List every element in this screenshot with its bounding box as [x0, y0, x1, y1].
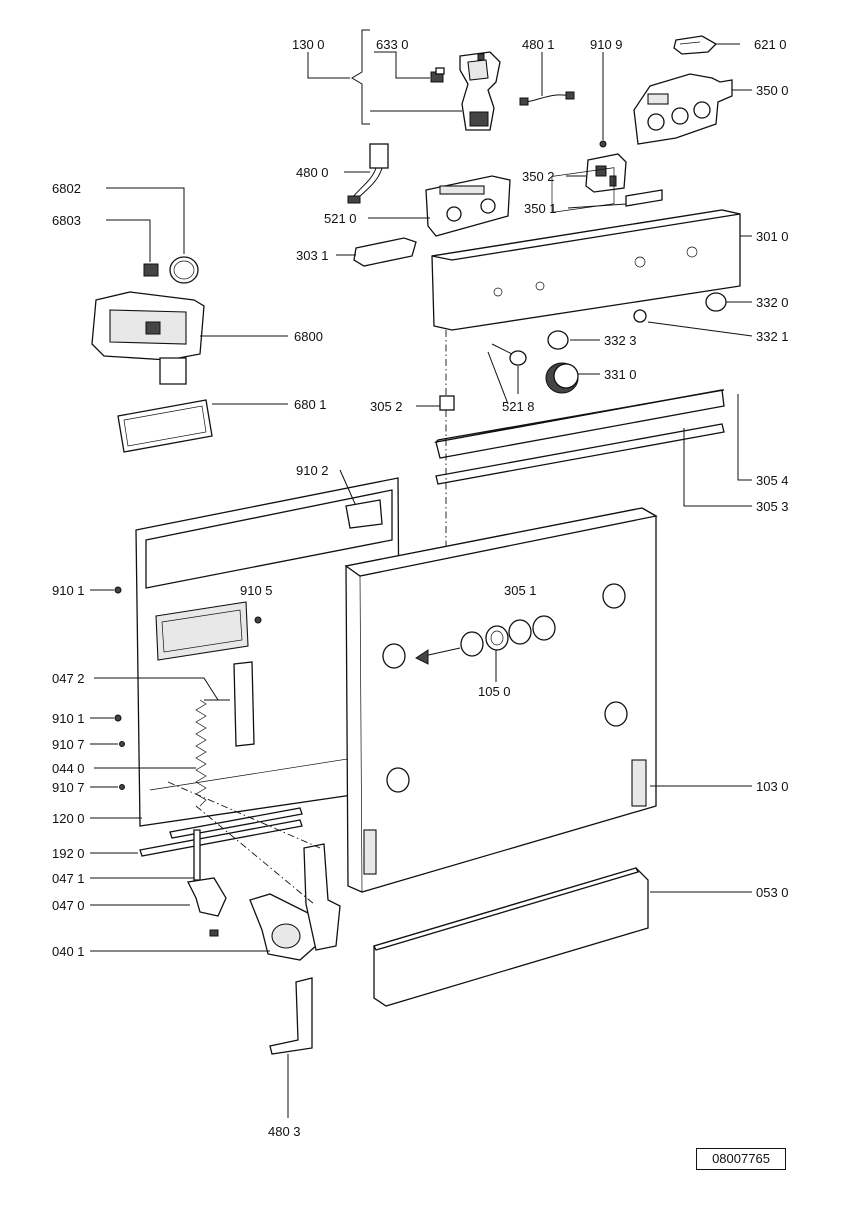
label-4803: 480 3 [268, 1124, 301, 1139]
part-0530-kickplate [373, 867, 752, 1007]
part-0440-spring [94, 699, 207, 807]
part-4801-cable [519, 52, 575, 106]
label-0440: 044 0 [52, 761, 85, 776]
part-6210-module [673, 35, 740, 55]
label-0401: 040 1 [52, 944, 85, 959]
label-3031: 303 1 [296, 248, 329, 263]
label-1920: 192 0 [52, 846, 85, 861]
label-9102: 910 2 [296, 463, 329, 478]
label-1050: 105 0 [478, 684, 511, 699]
label-3051: 305 1 [504, 583, 537, 598]
label-9101-a: 910 1 [52, 583, 85, 598]
label-6801: 680 1 [294, 397, 327, 412]
part-3501-strip [567, 189, 663, 209]
part-4803-bracket [269, 977, 313, 1118]
part-3323-button [547, 330, 600, 350]
part-1300-lock-assembly [459, 51, 501, 131]
part-6800-door-lock [91, 291, 288, 385]
part-5210-electronic-board [368, 175, 511, 237]
part-1200-hinge-rail [90, 807, 303, 839]
part-3054-rail [434, 389, 752, 481]
part-9109-screw [599, 52, 607, 148]
part-3031-connector [336, 237, 417, 267]
label-6800: 6800 [294, 329, 323, 344]
label-5218: 521 8 [502, 399, 535, 414]
label-3054: 305 4 [756, 473, 789, 488]
part-0401-hinge [90, 843, 341, 961]
part-3052-pin [416, 395, 455, 411]
label-1030: 103 0 [756, 779, 789, 794]
part-1300-bracket [307, 29, 462, 125]
label-3320: 332 0 [756, 295, 789, 310]
assembly-lines [167, 781, 321, 905]
part-3310-main-knob [545, 362, 600, 394]
label-3321: 332 1 [756, 329, 789, 344]
part-9102-bracket [339, 469, 383, 529]
part-5218-sensor [487, 343, 527, 405]
label-6803: 6803 [52, 213, 81, 228]
label-9107-b: 910 7 [52, 780, 85, 795]
part-1920-strip [90, 819, 303, 857]
part-3320-knob [705, 292, 752, 312]
part-0471-rod [90, 829, 201, 881]
label-3310: 331 0 [604, 367, 637, 382]
label-3500: 350 0 [756, 83, 789, 98]
part-9101-screw-b [90, 714, 122, 722]
part-6330-clip [430, 67, 445, 83]
part-3010-control-panel [431, 167, 752, 331]
label-4801: 480 1 [522, 37, 555, 52]
label-9109: 910 9 [590, 37, 623, 52]
part-3500-board [633, 73, 752, 145]
label-3010: 301 0 [756, 229, 789, 244]
part-9105-screw [254, 616, 262, 624]
label-6802: 6802 [52, 181, 81, 196]
part-0472-cable [94, 677, 230, 701]
part-3321-spring-button [633, 309, 753, 337]
label-0472: 047 2 [52, 671, 85, 686]
label-6210: 621 0 [754, 37, 787, 52]
label-5210: 521 0 [324, 211, 357, 226]
part-9101-screw-a [90, 586, 122, 594]
label-0470: 047 0 [52, 898, 85, 913]
part-6801-gasket [117, 399, 288, 453]
part-6802-seal-ring [106, 187, 199, 284]
label-1200: 120 0 [52, 811, 85, 826]
part-6803-cap [106, 219, 159, 277]
label-3323: 332 3 [604, 333, 637, 348]
label-6330: 633 0 [376, 37, 409, 52]
part-0470-bracket [90, 877, 227, 937]
part-1030-outer-door [344, 507, 752, 893]
label-4800: 480 0 [296, 165, 329, 180]
document-number-box: 08007765 [696, 1148, 786, 1170]
part-inner-door-panel [135, 477, 401, 827]
label-0530: 053 0 [756, 885, 789, 900]
part-1050-bumpers [415, 615, 556, 682]
label-3052: 305 2 [370, 399, 403, 414]
label-9101-b: 910 1 [52, 711, 85, 726]
part-9107-screw-a [90, 741, 125, 747]
label-0471: 047 1 [52, 871, 85, 886]
label-3501: 350 1 [524, 201, 557, 216]
label-3053: 305 3 [756, 499, 789, 514]
label-9107-a: 910 7 [52, 737, 85, 752]
part-3502-switch [566, 153, 627, 193]
label-9105: 910 5 [240, 583, 273, 598]
part-4800-harness [344, 143, 389, 204]
part-9107-screw-b [90, 784, 125, 790]
part-3053-strip [435, 423, 752, 507]
label-1300: 130 0 [292, 37, 325, 52]
label-3502: 350 2 [522, 169, 555, 184]
